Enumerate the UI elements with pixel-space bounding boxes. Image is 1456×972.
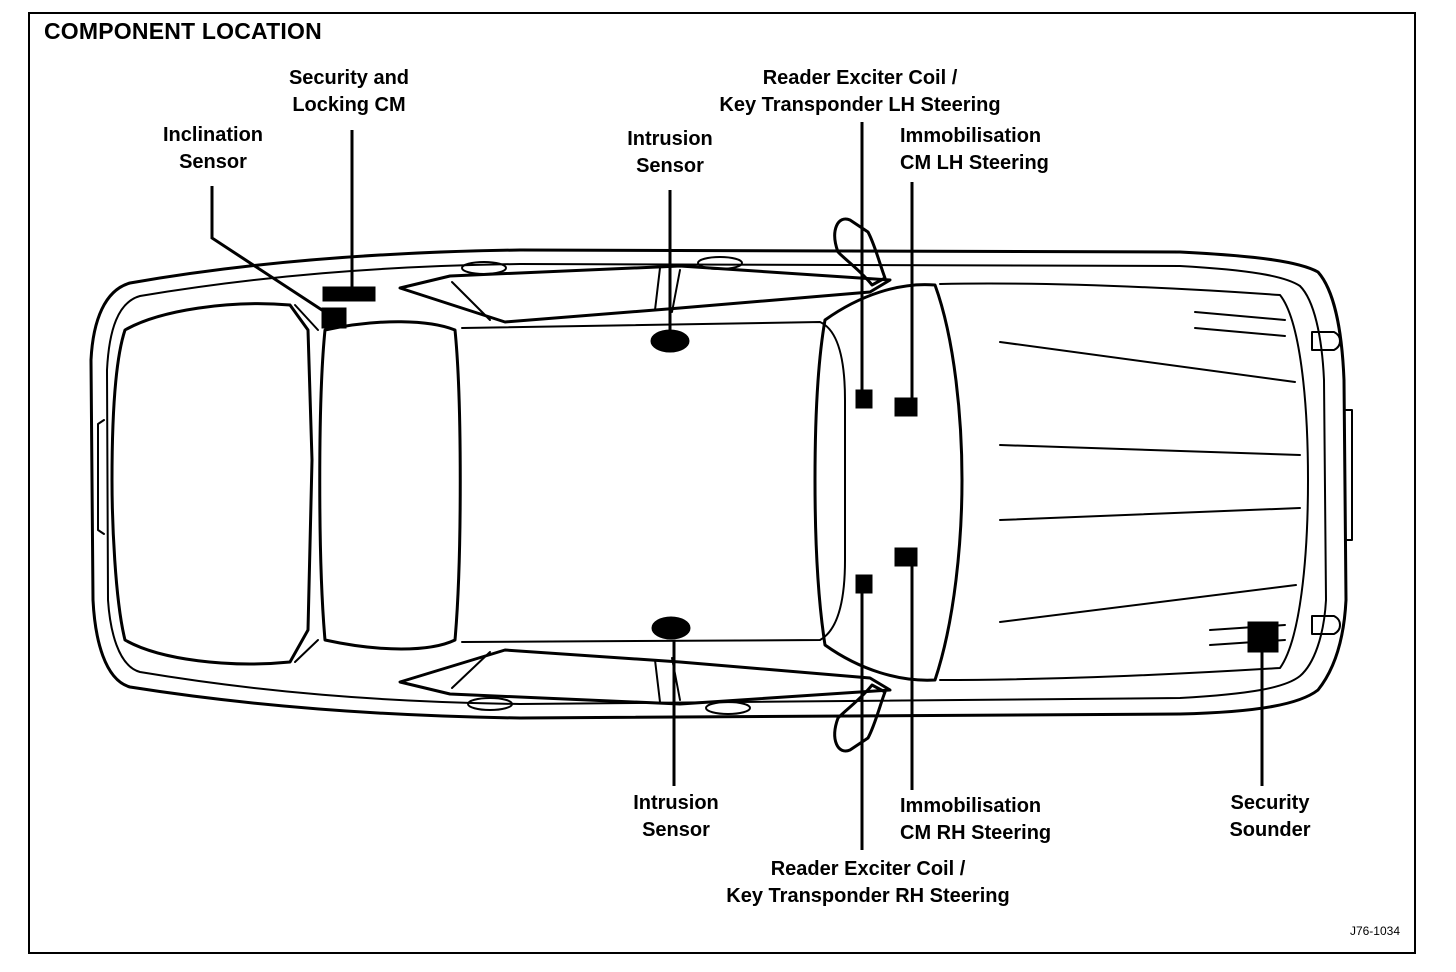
- roof-outline: [461, 321, 846, 643]
- mirror-top: [833, 217, 887, 287]
- security-sounder-marker: [1247, 621, 1279, 653]
- door-handle-bottom: [467, 697, 513, 711]
- label-security-sounder: Security Sounder: [1212, 790, 1328, 844]
- label-line: Key Transponder RH Steering: [726, 885, 1010, 907]
- label-intrusion-sensor-bottom: Intrusion Sensor: [616, 790, 736, 844]
- immobilisation-lh-marker: [894, 397, 918, 417]
- label-line: Intrusion: [627, 128, 713, 150]
- label-reader-exciter-rh: Reader Exciter Coil / Key Transponder RH…: [698, 856, 1038, 910]
- label-reader-exciter-lh: Reader Exciter Coil / Key Transponder LH…: [690, 65, 1030, 119]
- diagram-frame: [28, 12, 1416, 954]
- rear-bumper-detail: [97, 419, 105, 535]
- label-line: Immobilisation: [900, 795, 1042, 817]
- label-immobilisation-lh: Immobilisation CM LH Steering: [900, 123, 1072, 177]
- rear-light-top: [294, 304, 319, 331]
- headlamp-top: [1311, 331, 1341, 351]
- label-line: CM RH Steering: [900, 822, 1052, 844]
- side-window-bottom: [398, 648, 892, 706]
- mirror-bottom: [833, 683, 887, 753]
- bonnet-crease: [999, 444, 1301, 456]
- label-line: Key Transponder LH Steering: [719, 94, 1001, 116]
- inclination-sensor-marker: [321, 307, 347, 329]
- figure-reference: J76-1034: [1349, 924, 1400, 938]
- side-window-divider: [671, 269, 681, 313]
- label-line: Sensor: [642, 819, 710, 841]
- door-handle-bottom: [705, 701, 751, 715]
- bonnet-crease: [1194, 327, 1286, 337]
- security-locking-cm-marker: [322, 286, 376, 302]
- door-handle-top: [697, 256, 743, 270]
- label-line: Inclination: [163, 124, 263, 146]
- label-line: Sensor: [179, 151, 247, 173]
- label-line: Locking CM: [292, 94, 406, 116]
- side-window-divider: [451, 281, 491, 321]
- side-window-divider: [451, 651, 491, 689]
- door-handle-top: [461, 261, 507, 275]
- immobilisation-rh-marker: [894, 547, 918, 567]
- side-window-divider: [654, 659, 661, 703]
- bonnet-crease: [1194, 311, 1286, 321]
- car-body-inner-line: [106, 263, 1327, 705]
- label-intrusion-sensor-top: Intrusion Sensor: [610, 126, 730, 180]
- boot-lid: [110, 302, 314, 666]
- rear-screen: [318, 320, 462, 651]
- headlamp-bottom: [1311, 615, 1341, 635]
- intrusion-sensor-top-marker: [650, 329, 690, 353]
- label-line: CM LH Steering: [900, 152, 1049, 174]
- rear-light-bottom: [294, 639, 319, 663]
- intrusion-sensor-bottom-marker: [651, 616, 691, 640]
- reader-exciter-rh-marker: [855, 574, 873, 594]
- label-line: Security and: [288, 67, 410, 89]
- label-line: Sensor: [636, 155, 704, 177]
- label-security-locking-cm: Security and Locking CM: [268, 65, 430, 119]
- windscreen: [813, 283, 964, 682]
- label-inclination-sensor: Inclination Sensor: [150, 122, 276, 176]
- car-body-outline: [89, 248, 1348, 720]
- label-line: Reader Exciter Coil /: [762, 67, 958, 89]
- front-bumper: [1345, 409, 1353, 541]
- label-line: Reader Exciter Coil /: [770, 858, 966, 880]
- diagram-title: COMPONENT LOCATION: [44, 18, 322, 44]
- leader-line: [210, 186, 326, 314]
- label-immobilisation-rh: Immobilisation CM RH Steering: [900, 793, 1076, 847]
- label-line: Immobilisation: [900, 125, 1042, 147]
- side-window-top: [398, 264, 892, 324]
- reader-exciter-lh-marker: [855, 389, 873, 409]
- bonnet-crease: [999, 507, 1301, 521]
- side-window-divider: [654, 267, 661, 311]
- label-line: Security: [1230, 792, 1310, 814]
- bonnet-crease: [999, 584, 1297, 623]
- bonnet-outline: [939, 282, 1309, 681]
- label-line: Sounder: [1229, 819, 1311, 841]
- bonnet-crease: [999, 341, 1296, 383]
- label-line: Intrusion: [633, 792, 719, 814]
